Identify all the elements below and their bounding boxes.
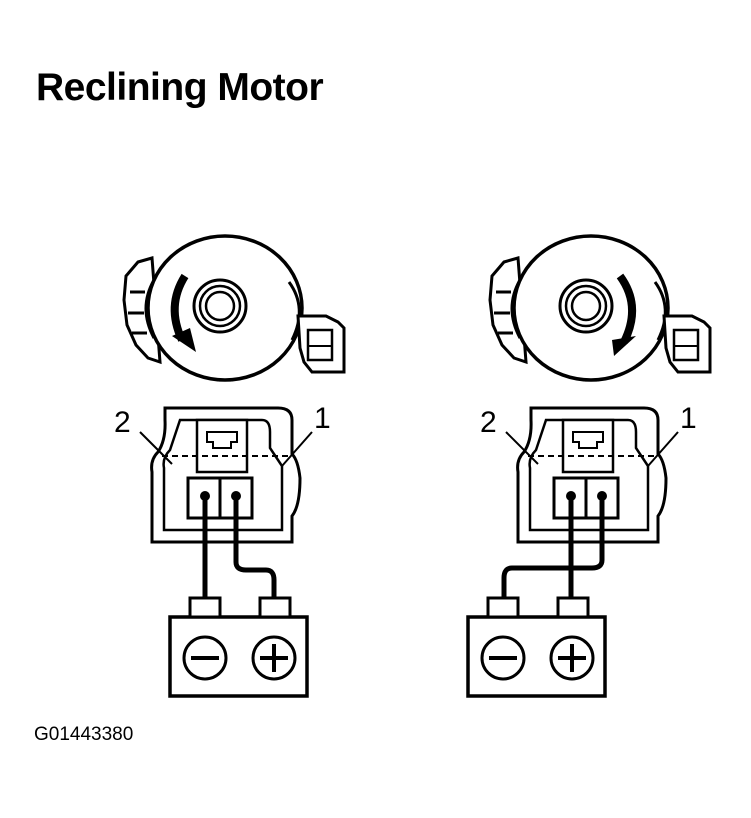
motor-connector [150, 406, 302, 544]
figure-id: G01443380 [34, 724, 134, 745]
motor-connector [516, 406, 668, 544]
battery [168, 596, 309, 698]
rotation-arrowhead [612, 336, 636, 356]
rotation-arrowhead [172, 328, 196, 352]
page-title: Reclining Motor [36, 66, 324, 109]
lead-pin1 [501, 496, 605, 598]
lead-pin1 [233, 496, 277, 598]
battery [466, 596, 607, 698]
left-view: 2 1 [114, 234, 346, 698]
pin-label-2: 2 [480, 406, 497, 439]
rotation-arrow-icon [616, 273, 637, 344]
pin-label-1: 1 [680, 402, 697, 435]
motor-body [488, 234, 712, 382]
motor-body [122, 234, 346, 382]
right-view: 2 1 [466, 234, 712, 698]
pin-label-2: 2 [114, 406, 131, 439]
pin-label-1: 1 [314, 402, 331, 435]
